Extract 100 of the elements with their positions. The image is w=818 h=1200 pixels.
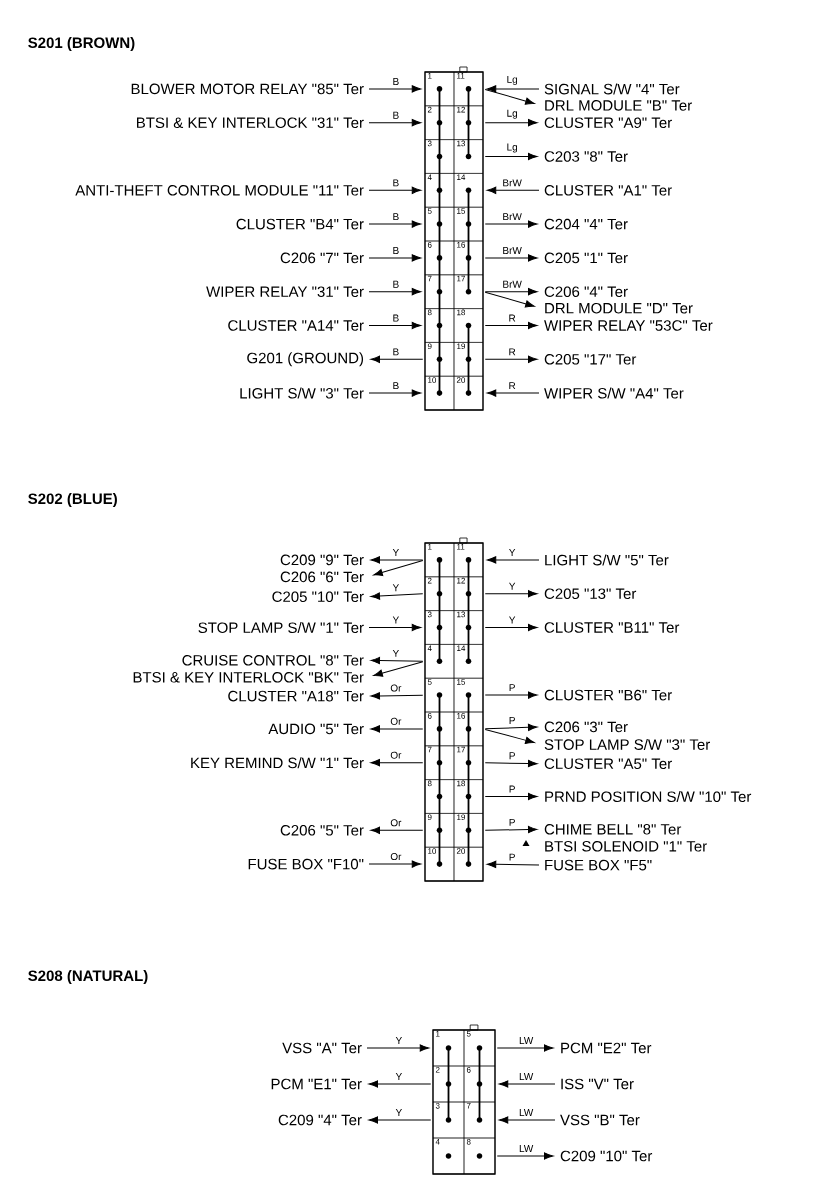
terminal-label: WIPER S/W "A4" Ter xyxy=(544,387,684,399)
wire-arrow xyxy=(370,759,424,767)
wire-color-label: BrW xyxy=(501,212,523,221)
terminal-label: STOP LAMP S/W "3" Ter xyxy=(544,738,710,750)
wire-color-label: Or xyxy=(389,818,403,828)
wire-arrow xyxy=(368,119,422,127)
cavity-cell: 4 xyxy=(424,644,455,679)
wire-arrow xyxy=(373,560,424,577)
cavity-cell: 18 xyxy=(453,308,484,343)
terminal-label: ISS "V" Ter xyxy=(561,1078,634,1090)
wire-color-label: Y xyxy=(508,548,517,557)
cavity-cell: 1 xyxy=(424,542,455,578)
wire-arrow xyxy=(484,321,538,330)
wire-color-label: Lg xyxy=(505,75,519,86)
cavity-cell: 2 xyxy=(424,576,455,611)
wire-color-label: Or xyxy=(389,852,403,861)
wire-color-label: Y xyxy=(508,615,517,625)
terminal-label: C209 "9" Ter xyxy=(280,554,364,566)
cavity-cell: 15 xyxy=(453,206,484,242)
wire-arrow xyxy=(486,860,540,868)
wire-arrow xyxy=(486,389,540,397)
wire-arrow xyxy=(368,288,422,296)
terminal-label: DRL MODULE "B" Ter xyxy=(545,100,692,111)
wire-arrow xyxy=(370,592,424,600)
wire-arrow xyxy=(368,860,422,868)
terminal-label: C206 "3" Ter xyxy=(544,721,628,733)
terminal-label: CLUSTER "A1" Ter xyxy=(544,185,672,196)
cavity-cell: 11 xyxy=(453,542,484,578)
wire-color-label: B xyxy=(391,212,400,221)
wire-color-label: R xyxy=(507,381,517,390)
wire-color-label: LW xyxy=(518,1036,535,1045)
cavity-cell: 6 xyxy=(463,1065,496,1103)
terminal-label: BTSI & KEY INTERLOCK "BK" Ter xyxy=(133,672,364,683)
cavity-cell: 19 xyxy=(453,813,484,848)
wire-arrow xyxy=(368,220,422,228)
wire-arrow xyxy=(370,826,424,834)
wire-arrow xyxy=(484,691,538,699)
cavity-cell: 9 xyxy=(424,813,455,848)
terminal-label: C205 "13" Ter xyxy=(544,588,637,599)
terminal-label: AUDIO "5" Ter xyxy=(268,723,364,735)
wire-color-label: LW xyxy=(518,1108,535,1117)
terminal-label: C206 "7" Ter xyxy=(280,252,364,264)
terminal-label: DRL MODULE "D" Ter xyxy=(545,302,693,314)
terminal-label: C206 "5" Ter xyxy=(280,825,364,836)
terminal-label: C206 "6" Ter xyxy=(280,571,364,583)
wire-arrow xyxy=(486,556,540,564)
wire-color-label: Or xyxy=(389,750,403,760)
wire-color-label: Or xyxy=(389,717,403,726)
cavity-cell: 4 xyxy=(424,173,455,208)
wire-arrow xyxy=(496,1152,554,1160)
wire-color-label: Y xyxy=(394,1072,403,1081)
wire-arrow xyxy=(496,1044,554,1052)
wire-color-label: R xyxy=(507,313,517,323)
terminal-label: CRUISE CONTROL "8" Ter xyxy=(182,655,364,666)
cavity-cell: 10 xyxy=(424,846,455,882)
terminal-label: C203 "8" Ter xyxy=(544,151,628,162)
wire-arrow xyxy=(368,85,422,93)
wire-color-label: Or xyxy=(389,683,403,693)
cavity-cell: 12 xyxy=(453,105,484,140)
wire-arrow xyxy=(370,656,424,665)
wire-color-label: R xyxy=(507,347,517,357)
cavity-cell: 13 xyxy=(453,610,484,645)
wire-color-label: Y xyxy=(394,1036,403,1045)
terminal-label: C205 "1" Ter xyxy=(544,252,628,264)
cavity-cell: 19 xyxy=(453,342,484,377)
connector-heading: S201 (BROWN) xyxy=(28,37,135,51)
terminal-label: CLUSTER "A9" Ter xyxy=(544,117,672,128)
wire-color-label: Y xyxy=(394,1108,403,1117)
terminal-label: VSS "B" Ter xyxy=(560,1114,640,1126)
cavity-cell: 20 xyxy=(453,375,484,411)
wire-color-label: Y xyxy=(508,582,517,591)
cavity-cell: 18 xyxy=(453,779,484,814)
wire-arrow xyxy=(366,1044,430,1052)
wire-arrow xyxy=(368,321,422,330)
wire-arrow xyxy=(484,590,538,598)
terminal-label: C205 "17" Ter xyxy=(544,354,637,365)
wire-arrow xyxy=(370,355,424,363)
wire-arrow xyxy=(484,254,538,262)
wire-arrow xyxy=(370,692,424,700)
wire-color-label: B xyxy=(391,313,400,323)
wire-arrow xyxy=(484,355,538,363)
wire-color-label: B xyxy=(391,77,400,86)
wire-color-label: B xyxy=(391,246,400,255)
cavity-cell: 17 xyxy=(453,745,484,780)
terminal-label: CHIME BELL "8" Ter xyxy=(544,824,682,835)
wire-color-label: BrW xyxy=(501,178,523,188)
cavity-cell: 3 xyxy=(424,610,455,645)
cavity-cell: 10 xyxy=(424,375,455,411)
cavity-cell: 2 xyxy=(424,105,455,140)
cavity-cell: 8 xyxy=(424,308,455,343)
terminal-label: C209 "10" Ter xyxy=(560,1150,653,1162)
wire-color-label: Lg xyxy=(505,108,519,120)
wire-arrow xyxy=(484,825,538,834)
wire-arrow xyxy=(486,85,540,93)
terminal-label: BLOWER MOTOR RELAY "85" Ter xyxy=(131,83,364,95)
cavity-cell: 14 xyxy=(453,644,484,679)
terminal-label: FUSE BOX "F10" xyxy=(248,858,364,870)
wire-arrow xyxy=(484,152,538,161)
cavity-cell: 3 xyxy=(432,1101,465,1139)
wire-color-label: B xyxy=(391,347,400,357)
